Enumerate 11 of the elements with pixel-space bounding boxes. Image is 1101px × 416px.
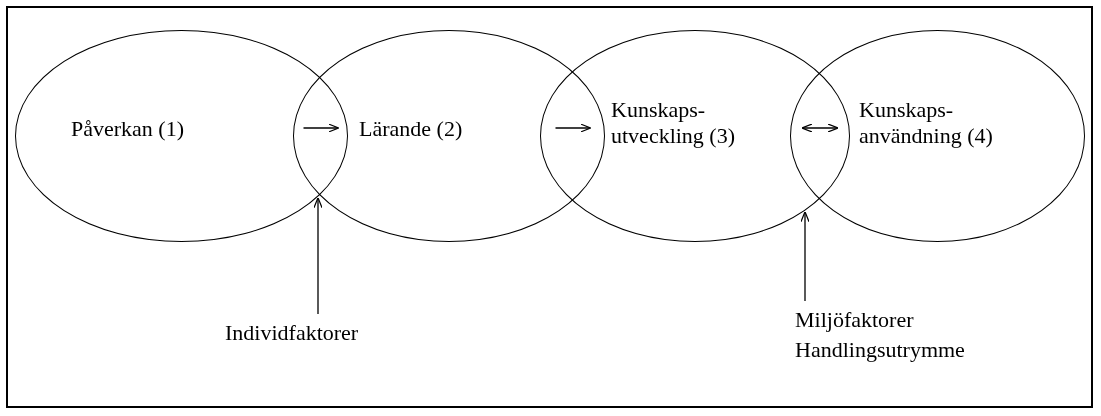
- arrow: [313, 197, 323, 315]
- arrow: [554, 123, 592, 133]
- node-label: Lärande (2): [359, 116, 464, 142]
- node-label: Kunskaps- användning (4): [859, 97, 994, 149]
- factor-text: Individfaktorer: [225, 318, 395, 348]
- node-label: Kunskaps- utveckling (3): [611, 97, 737, 149]
- arrow: [800, 211, 810, 302]
- arrow: [801, 123, 839, 133]
- factor-text: Miljöfaktorer Handlingsutrymme: [795, 305, 985, 365]
- node-label: Påverkan (1): [71, 116, 185, 142]
- arrow: [302, 123, 340, 133]
